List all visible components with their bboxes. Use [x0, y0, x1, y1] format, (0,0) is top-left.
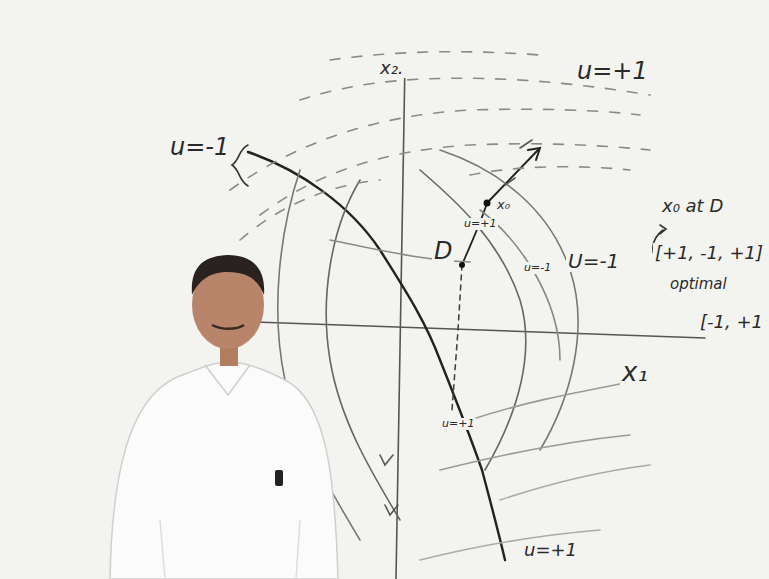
region-label: u=+1 [440, 418, 476, 430]
lecturer [110, 255, 338, 579]
region-label: u=+1 [462, 218, 498, 230]
point-label: D [432, 238, 454, 264]
axis-label: x₁ [620, 358, 650, 387]
note-text: optimal [668, 276, 729, 293]
point-label: x₀ [495, 198, 512, 212]
axis-label: x₂. [378, 58, 406, 78]
region-label: u=+1 [575, 58, 650, 84]
region-label: U=-1 [566, 250, 621, 272]
left-bracket-label: u=-1 [168, 134, 231, 160]
control-sequence: [+1, -1, +1] [653, 243, 765, 263]
control-sequence: [-1, +1 [698, 312, 765, 332]
note-text: x₀ at D [660, 196, 725, 216]
region-label: u=+1 [522, 540, 579, 560]
region-label: u=-1 [522, 262, 553, 274]
